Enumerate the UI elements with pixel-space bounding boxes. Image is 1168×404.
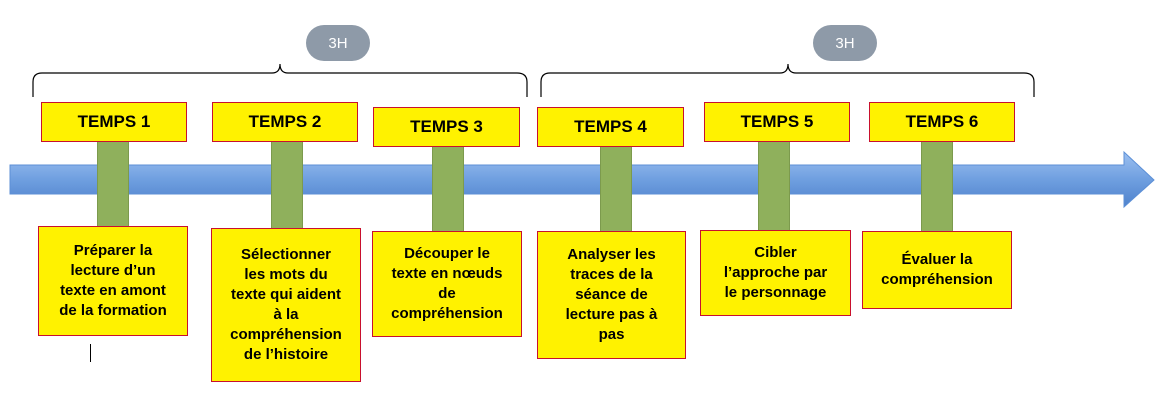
connector-3 xyxy=(432,145,464,233)
step-title-6: TEMPS 6 xyxy=(869,102,1015,142)
step-description-4: Analyser les traces de la séance de lect… xyxy=(537,231,686,359)
step-title-2: TEMPS 2 xyxy=(212,102,358,142)
duration-badge-1: 3H xyxy=(306,25,370,61)
connector-5 xyxy=(758,140,790,232)
step-title-1: TEMPS 1 xyxy=(41,102,187,142)
duration-badge-2: 3H xyxy=(813,25,877,61)
step-description-5: Cibler l’approche par le personnage xyxy=(700,230,851,316)
connector-1 xyxy=(97,140,129,228)
step-description-1: Préparer la lecture d’un texte en amont … xyxy=(38,226,188,336)
text-cursor xyxy=(90,344,91,362)
timeline-arrow xyxy=(9,150,1155,209)
step-title-4: TEMPS 4 xyxy=(537,107,684,147)
bracket-right xyxy=(540,63,1035,97)
step-description-3: Découper le texte en nœuds de compréhens… xyxy=(372,231,522,337)
bracket-left xyxy=(32,63,528,97)
step-description-6: Évaluer la compréhension xyxy=(862,231,1012,309)
step-title-5: TEMPS 5 xyxy=(704,102,850,142)
step-description-2: Sélectionner les mots du texte qui aiden… xyxy=(211,228,361,382)
connector-2 xyxy=(271,140,303,230)
step-title-3: TEMPS 3 xyxy=(373,107,520,147)
connector-4 xyxy=(600,145,632,233)
connector-6 xyxy=(921,140,953,233)
